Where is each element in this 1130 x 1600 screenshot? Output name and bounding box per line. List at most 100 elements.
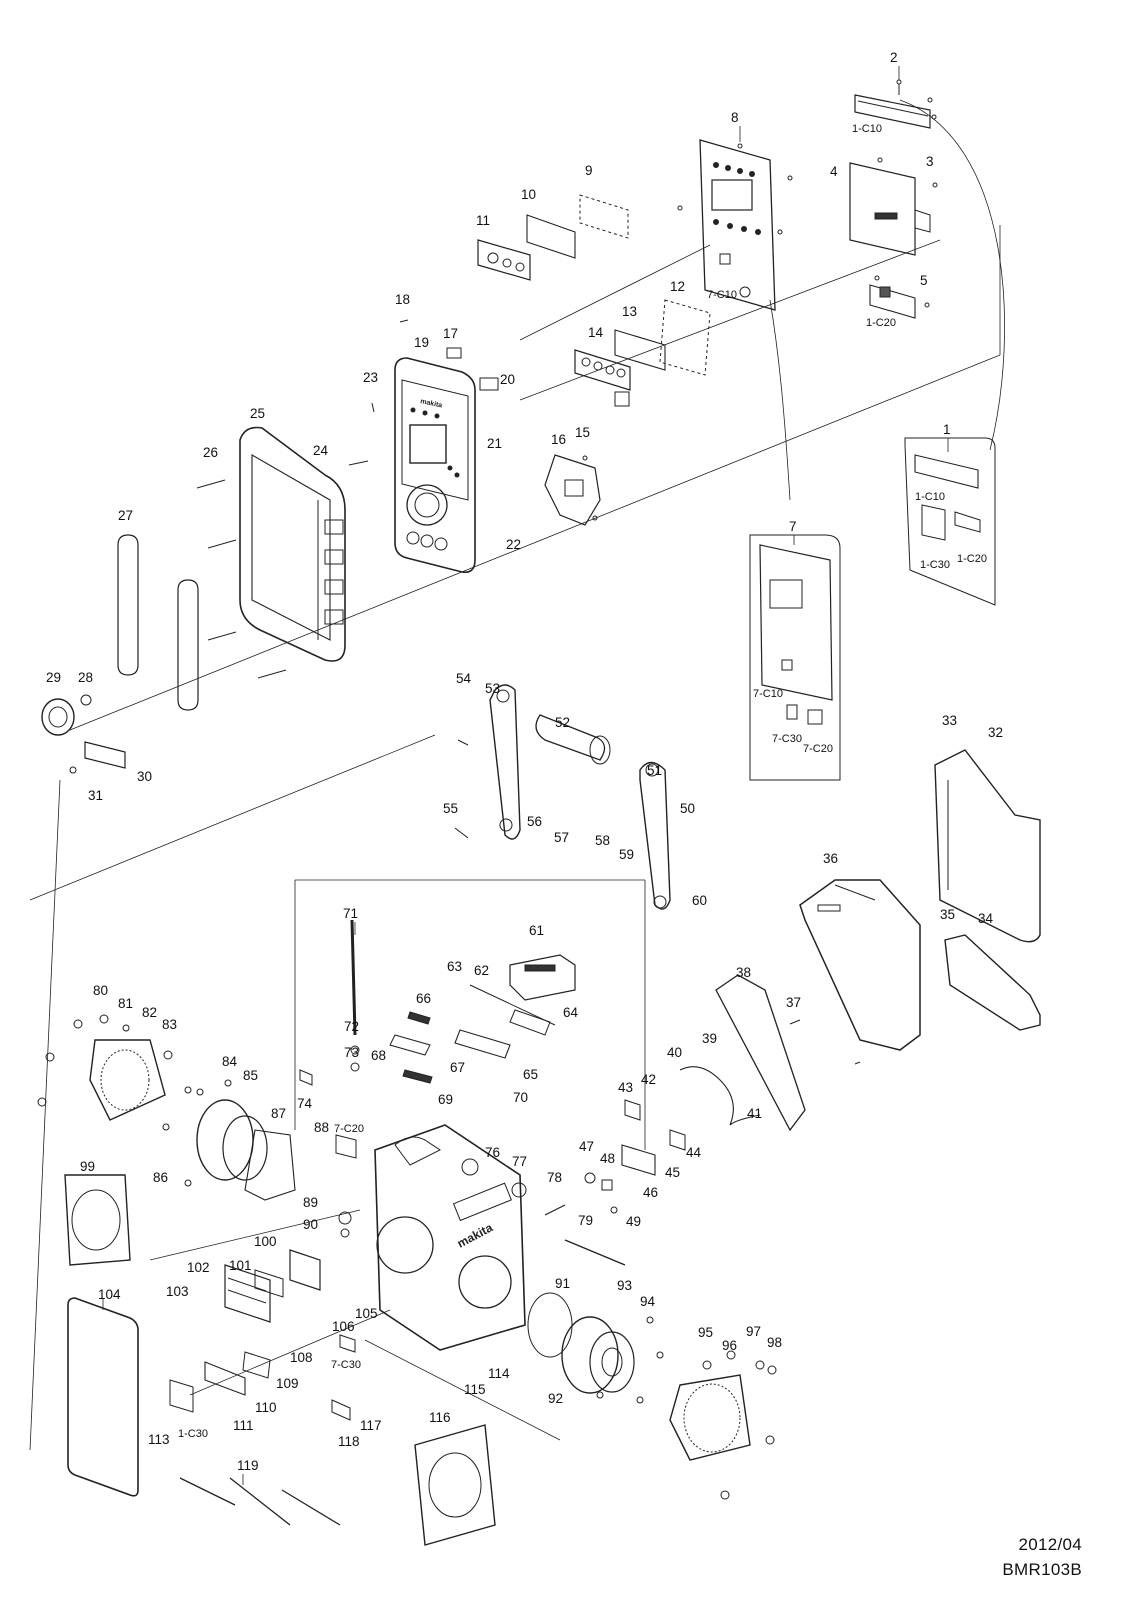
sub-label: 7-C30: [331, 1359, 361, 1371]
part-label: 16: [551, 432, 566, 447]
part-label: 119: [237, 1458, 259, 1473]
part-label: 17: [443, 326, 458, 341]
sub-label: 1-C10: [915, 491, 945, 503]
part-label: 4: [830, 164, 838, 179]
part-label: 114: [488, 1366, 510, 1381]
part-label: 33: [942, 713, 957, 728]
sub-label: 7-C10: [707, 289, 737, 301]
part-label: 37: [786, 995, 801, 1010]
part-39-wire: [679, 1066, 761, 1126]
part-label: 77: [512, 1154, 527, 1169]
part-label: 68: [371, 1048, 386, 1063]
part-label: 41: [747, 1106, 762, 1121]
part-label: 40: [667, 1045, 682, 1060]
front-logo: makita: [420, 398, 443, 409]
part-label: 60: [692, 893, 707, 908]
part-label: 36: [823, 851, 838, 866]
part-label: 86: [153, 1170, 168, 1185]
housing-logo: makita: [455, 1220, 495, 1250]
part-label: 9: [585, 163, 593, 178]
part-label: 21: [487, 436, 502, 451]
part-label: 72: [344, 1019, 359, 1034]
part-label: 18: [395, 292, 410, 307]
part-label: 8: [731, 110, 739, 125]
part-label: 80: [93, 983, 108, 998]
panel-116: [414, 1424, 496, 1546]
part-label: 71: [343, 906, 358, 921]
part-label: 79: [578, 1213, 593, 1228]
guide-lines: [29, 99, 1005, 1451]
part-label: 89: [303, 1195, 318, 1210]
parts-61-68: [389, 954, 576, 1084]
model-number: BMR103B: [1002, 1560, 1082, 1579]
part-label: 106: [332, 1319, 355, 1334]
screws: [196, 319, 861, 1065]
screws-left: [37, 1014, 232, 1187]
part-label: 66: [416, 991, 431, 1006]
part-label: 19: [414, 335, 429, 350]
part-label: 65: [523, 1067, 538, 1082]
sub-label: 7-C10: [753, 688, 783, 700]
part-29-knob: [41, 694, 126, 774]
part-label: 63: [447, 959, 462, 974]
sub-label: 1-C30: [920, 559, 950, 571]
part-label: 3: [926, 154, 934, 169]
part-label: 82: [142, 1005, 157, 1020]
part-label: 58: [595, 833, 610, 848]
part-label: 103: [166, 1284, 189, 1299]
grille-96: [669, 1374, 751, 1461]
part-label: 53: [485, 681, 500, 696]
part-label: 105: [355, 1306, 378, 1321]
part-label: 7: [789, 519, 797, 534]
part-label: 12: [670, 279, 685, 294]
part-16-bracket: [544, 454, 601, 526]
part-label: 70: [513, 1090, 528, 1105]
part-label: 81: [118, 996, 133, 1011]
parts-9-11-panels: [477, 194, 629, 281]
box-7: [749, 534, 841, 781]
part-label: 90: [303, 1217, 318, 1232]
part-label: 73: [344, 1045, 359, 1060]
part-label: 100: [254, 1234, 277, 1249]
sub-label: 1-C20: [957, 553, 987, 565]
gasket-87: [244, 1129, 296, 1201]
part-33-frame: [934, 749, 1041, 943]
part-label: 74: [297, 1096, 313, 1111]
part-51-link: [639, 761, 671, 910]
part-label: 104: [98, 1287, 121, 1302]
box-1: [904, 437, 996, 606]
part-label: 13: [622, 304, 637, 319]
parts-40-49: [299, 1069, 686, 1266]
parts-12-14-panels: [574, 299, 711, 407]
part-label: 62: [474, 963, 489, 978]
part-8-pcb: [677, 139, 793, 311]
part-label: 48: [600, 1151, 615, 1166]
part-label: 64: [563, 1005, 579, 1020]
revision-date: 2012/04: [1018, 1535, 1082, 1554]
part-label: 30: [137, 769, 152, 784]
part-label: 102: [187, 1260, 210, 1275]
part-label: 84: [222, 1054, 238, 1069]
part-label: 14: [588, 325, 604, 340]
part-label: 91: [555, 1276, 570, 1291]
part-label: 2: [890, 50, 898, 65]
part-label: 87: [271, 1106, 286, 1121]
part-label: 67: [450, 1060, 465, 1075]
part-label: 50: [680, 801, 695, 816]
part-label: 15: [575, 425, 590, 440]
part-label: 38: [736, 965, 751, 980]
small-parts-bottom: [169, 1134, 357, 1526]
part-76-housing: [374, 1124, 526, 1351]
part-label: 92: [548, 1391, 563, 1406]
part-label: 85: [243, 1068, 258, 1083]
part-36-housing: [799, 879, 921, 1051]
part-label: 10: [521, 187, 536, 202]
speaker-86: [196, 1099, 268, 1181]
part-label: 34: [978, 911, 994, 926]
part-label: 113: [148, 1432, 170, 1447]
part-label: 78: [547, 1170, 562, 1185]
part-label: 83: [162, 1017, 177, 1032]
sub-label: 1-C20: [866, 317, 896, 329]
part-label: 39: [702, 1031, 717, 1046]
part-label: 115: [464, 1382, 486, 1397]
